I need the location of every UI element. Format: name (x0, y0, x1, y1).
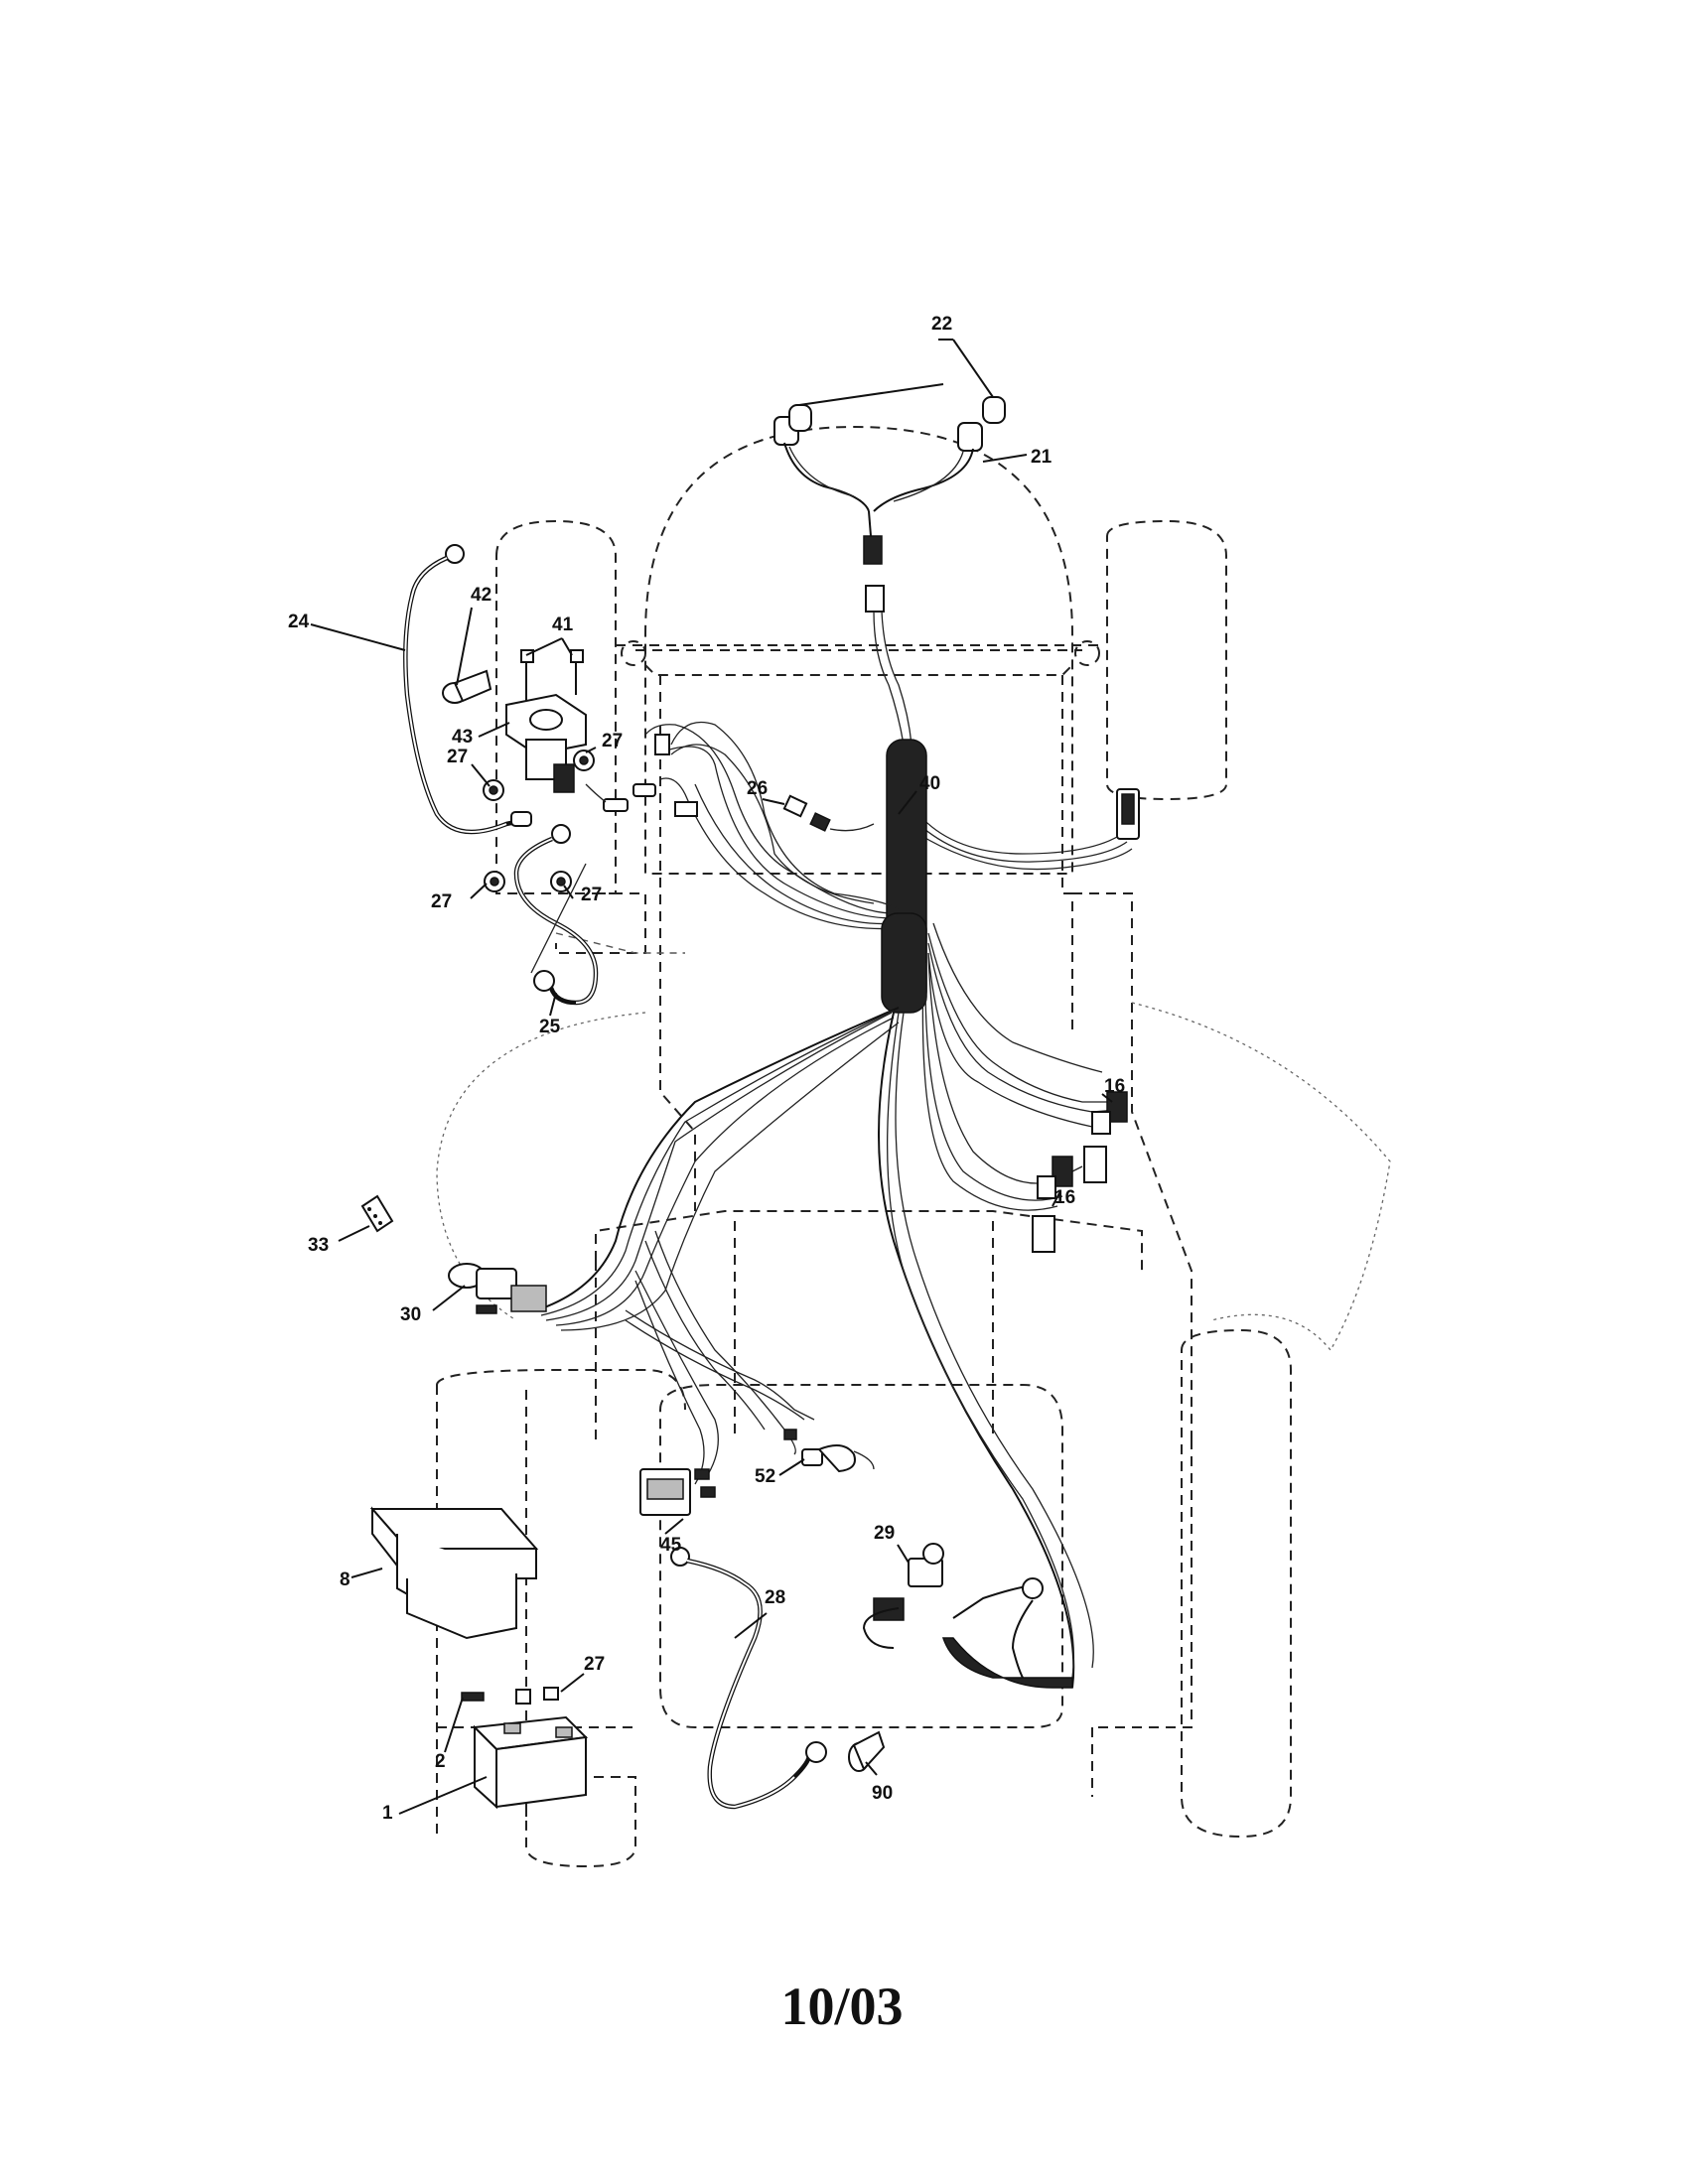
headlight-assembly (773, 396, 1006, 613)
callout-21: 21 (1031, 447, 1052, 468)
callout-28: 28 (765, 1587, 785, 1608)
callout-8: 8 (340, 1570, 351, 1590)
terminal-boot-90 (848, 1730, 886, 1772)
ground-cable-28 (670, 1547, 827, 1810)
callout-30: 30 (400, 1304, 421, 1325)
callout-40: 40 (919, 773, 940, 794)
nuts-27 (483, 750, 595, 892)
ignition-switch (448, 1263, 547, 1314)
callout-16-a: 16 (1104, 1076, 1125, 1097)
callout-43: 43 (452, 727, 473, 748)
callout-27-d: 27 (581, 885, 602, 905)
solenoid (505, 649, 587, 793)
callout-52: 52 (755, 1466, 775, 1487)
callout-27-c: 27 (431, 891, 452, 912)
leader-lines (310, 339, 1113, 1815)
wire-loom (881, 739, 927, 1014)
callout-27-a: 27 (447, 747, 468, 767)
terminal-boot-42 (442, 669, 492, 704)
seat-switch-29 (862, 1543, 1073, 1689)
callout-27-b: 27 (602, 731, 623, 751)
callout-90: 90 (872, 1783, 893, 1804)
key (360, 1194, 394, 1233)
callout-1: 1 (382, 1803, 393, 1824)
battery-1 (461, 1687, 589, 1810)
callout-24: 24 (288, 612, 310, 632)
harness-wires (644, 611, 1140, 930)
hour-meter-45 (639, 1468, 716, 1516)
revision-date: 10/03 (780, 1977, 904, 2036)
callout-29: 29 (874, 1523, 895, 1544)
callout-27-e: 27 (584, 1654, 605, 1675)
fuse-holders (585, 721, 900, 909)
battery-cable-24 (403, 544, 532, 835)
callout-26: 26 (747, 778, 768, 799)
harness-wires-lower (535, 922, 1128, 1689)
callout-45: 45 (660, 1535, 682, 1556)
callout-25: 25 (539, 1017, 561, 1037)
callout-2: 2 (435, 1751, 446, 1772)
fuse-26 (782, 794, 875, 832)
callout-33: 33 (308, 1235, 329, 1256)
callout-labels: 22 21 24 42 41 43 27 27 27 27 25 26 40 1… (288, 314, 1125, 1824)
callout-41: 41 (552, 614, 574, 635)
battery-cable-25 (513, 824, 599, 1006)
battery-box-8 (369, 1506, 539, 1640)
callout-42: 42 (471, 585, 491, 606)
callout-22: 22 (931, 314, 952, 335)
tractor-outline (436, 425, 1391, 1868)
callout-16-b: 16 (1054, 1187, 1075, 1208)
light-switch-52 (783, 1429, 875, 1473)
